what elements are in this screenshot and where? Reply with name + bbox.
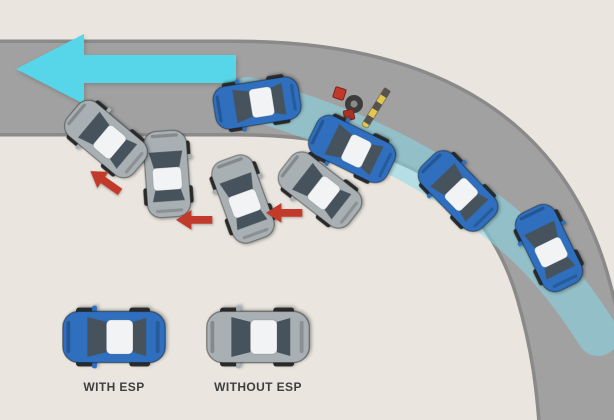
legend: WITH ESP WITHOUT ESP — [61, 304, 311, 394]
legend-label-with-esp: WITH ESP — [83, 380, 144, 394]
legend-car-with-esp — [61, 304, 167, 370]
direction-arrow-icon — [16, 34, 236, 104]
legend-car-without-esp — [205, 304, 311, 370]
road-debris-icon — [332, 86, 391, 129]
car-without-esp — [137, 128, 197, 220]
legend-label-without-esp: WITHOUT ESP — [214, 380, 302, 394]
